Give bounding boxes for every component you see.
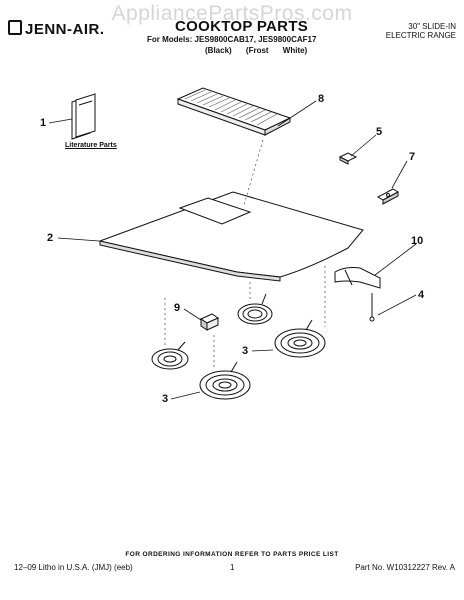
part-number: Part No. W10312227 Rev. A: [355, 563, 455, 572]
range-type-line1: 30" SLIDE-IN: [408, 22, 456, 31]
callout-3: 3: [242, 345, 249, 357]
burner-element-icon: [151, 341, 189, 370]
clip-icon: [338, 152, 358, 165]
page-number: 1: [230, 563, 235, 572]
variants-line: (Black) (Frost White): [205, 46, 308, 55]
literature-booklet-icon: [71, 93, 96, 140]
models-line: For Models: JES9800CAB17, JES9800CAF17: [147, 35, 317, 44]
bracket-icon: [376, 188, 400, 205]
cooktop-glass-icon: [98, 191, 364, 282]
literature-parts-label: Literature Parts: [65, 142, 117, 149]
watermark-text: AppliancePartsPros.com: [111, 2, 353, 25]
screw-icon: [369, 293, 375, 322]
callout-8: 8: [318, 93, 325, 105]
callout-10: 10: [411, 235, 424, 247]
brand-name: JENN-AIR.: [25, 21, 105, 38]
ordering-note: FOR ORDERING INFORMATION REFER TO PARTS …: [125, 551, 339, 558]
callout-3: 3: [162, 393, 169, 405]
callout-1: 1: [40, 117, 47, 129]
mounting-bracket-icon: [334, 267, 381, 289]
page-title: COOKTOP PARTS: [175, 18, 309, 35]
range-type: 30" SLIDE-IN ELECTRIC RANGE: [360, 22, 456, 40]
burner-element-icon: [237, 293, 273, 325]
callout-4: 4: [418, 289, 425, 301]
callout-7: 7: [409, 151, 416, 163]
callout-9: 9: [174, 302, 181, 314]
callout-5: 5: [376, 126, 383, 138]
vent-grille-icon: [176, 87, 292, 136]
brand-logo: JENN-AIR.: [8, 20, 105, 38]
litho-line: 12–09 Litho in U.S.A. (JMJ) (eeb): [14, 563, 133, 572]
range-type-line2: ELECTRIC RANGE: [385, 31, 456, 40]
callout-2: 2: [47, 232, 54, 244]
burner-element-icon: [274, 319, 326, 358]
burner-element-icon: [199, 361, 251, 400]
clip-holder-icon: [199, 313, 220, 331]
brand-mark-icon: [8, 20, 22, 35]
